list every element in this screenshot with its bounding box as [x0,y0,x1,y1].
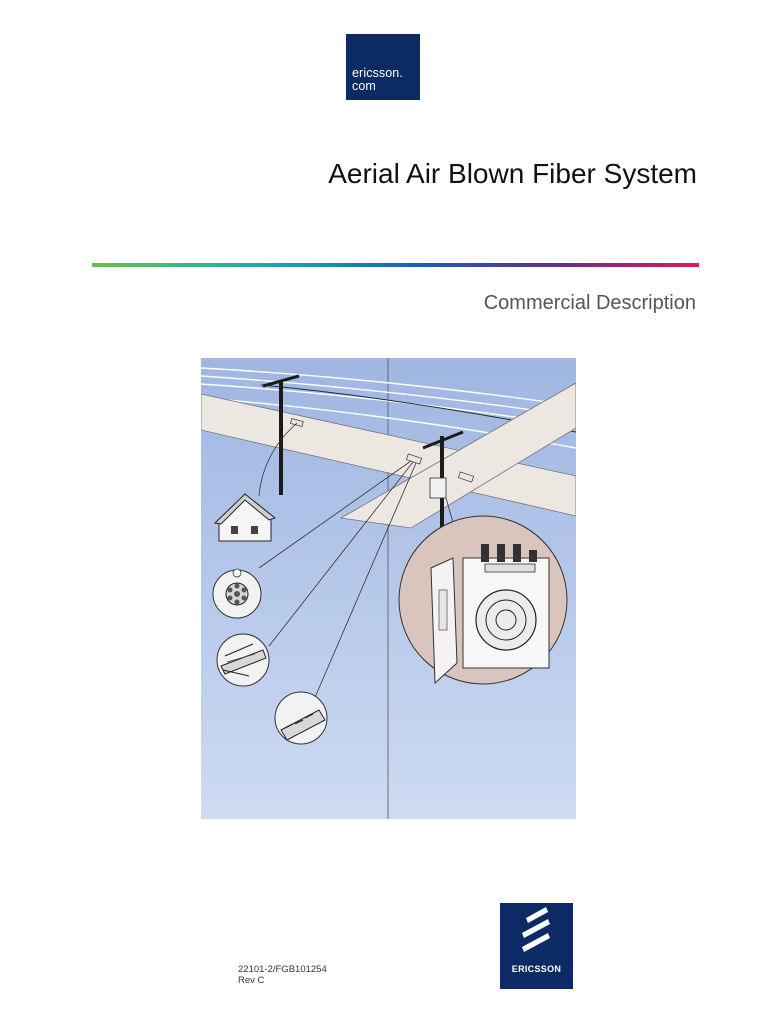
house-icon [213,493,277,542]
title-divider [92,263,699,267]
document-revision: Rev C [238,975,265,986]
beam-diagonal [339,382,576,529]
utility-pole-left [262,374,300,495]
distribution-cabinet-icon [398,515,568,685]
cable-cross-section-icon [212,568,262,619]
fiber-bundle-icon [216,633,270,687]
aerial-fiber-illustration [201,358,576,819]
document-meta: 22101-2/FGB101254 Rev C [238,964,327,986]
document-title: Aerial Air Blown Fiber System [328,158,697,189]
ericsson-symbol-icon [522,907,550,952]
logo-text-line1: ericsson. [352,66,403,80]
ericsson-wordmark: ERICSSON [511,964,562,974]
document-number: 22101-2/FGB101254 [238,964,327,975]
ericsson-com-logo: ericsson. com [346,34,420,100]
connector-icon [274,691,328,745]
logo-text-line2: com [352,79,376,93]
document-subtitle: Commercial Description [483,292,696,314]
ericsson-logo: ERICSSON [500,903,573,989]
